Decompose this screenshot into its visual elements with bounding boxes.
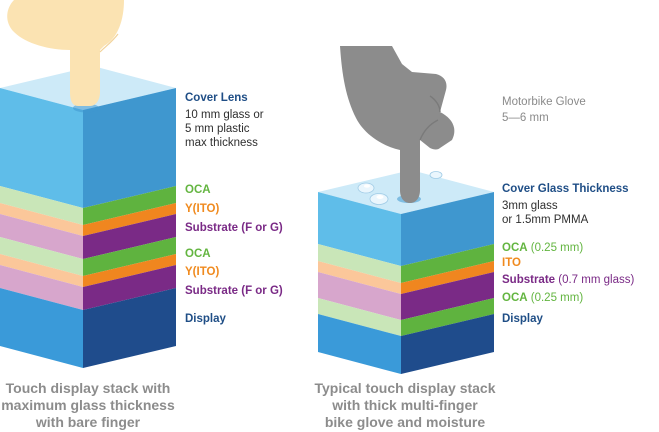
left-ito-2-side: [83, 254, 176, 287]
left-substrate-2-side: [83, 265, 176, 310]
cover-lens-title: Cover Lens: [185, 92, 248, 104]
right-caption: Typical touch display stack with thick m…: [305, 380, 505, 431]
left-oca-1-side: [83, 186, 176, 225]
right-layer-detail: (0.7 mm glass): [558, 274, 635, 286]
cover-glass-title: Cover Glass Thickness: [502, 183, 629, 195]
right-layer-label-oca-1: OCA (0.25 mm): [502, 241, 583, 255]
left-oca-1-front: [0, 186, 83, 225]
droplet: [357, 182, 375, 194]
right-layer-name: OCA: [502, 292, 528, 304]
right-layer-label-display: Display: [502, 312, 543, 326]
left-caption-line-3: with bare finger: [35, 414, 141, 430]
right-layer-label-oca-2: OCA (0.25 mm): [502, 291, 583, 305]
left-layer-label-substrate-2: Substrate (F or G): [185, 285, 283, 297]
right-cover-glass-front: [318, 192, 401, 266]
right-caption-line-1: Typical touch display stack: [314, 380, 496, 396]
right-layer-label-ito: ITO: [502, 256, 521, 270]
left-display-front: [0, 288, 83, 368]
right-oca-2-front: [318, 298, 401, 336]
right-oca-2-side: [401, 298, 494, 336]
left-layer-label-display: Display: [185, 313, 226, 325]
bare-finger-hand: [7, 0, 124, 106]
droplet: [369, 193, 389, 205]
left-oca-2-front: [0, 237, 83, 276]
right-display-side: [401, 314, 494, 374]
left-caption-line-1: Touch display stack with: [5, 380, 171, 396]
left-ito-2-front: [0, 254, 83, 287]
right-caption-line-3: bike glove and moisture: [324, 414, 486, 430]
right-stack: [318, 170, 494, 374]
left-substrate-2-front: [0, 265, 83, 310]
gloved-hand: [340, 46, 455, 203]
right-layer-name: ITO: [502, 257, 521, 269]
right-layer-name: Substrate: [502, 274, 556, 286]
left-ito-1-side: [83, 203, 176, 236]
glove-shape: [340, 46, 455, 203]
left-oca-2-side: [83, 237, 176, 276]
left-substrate-1-front: [0, 214, 83, 259]
right-substrate-front: [318, 272, 401, 320]
left-layer-label-ito-2: Y(ITO): [185, 266, 220, 278]
left-display-side: [83, 288, 176, 368]
glove-title: Motorbike Glove: [502, 96, 586, 108]
right-substrate-side: [401, 272, 494, 320]
moisture-droplets: [357, 171, 443, 205]
cover-glass-desc-line-2: or 1.5mm PMMA: [502, 214, 589, 226]
left-cover-lens-front: [0, 88, 83, 208]
droplet: [364, 184, 370, 188]
right-ito-side: [401, 261, 494, 294]
glove-fold: [429, 95, 441, 113]
right-display-front: [318, 314, 401, 374]
left-layer-label-oca-2: OCA: [185, 248, 211, 260]
right-caption-line-2: with thick multi-finger: [332, 397, 478, 413]
bare-finger-crease: [99, 33, 119, 53]
left-ito-1-front: [0, 203, 83, 236]
right-ito-front: [318, 261, 401, 294]
cover-lens-desc-line-1: 10 mm glass or: [185, 109, 264, 121]
droplet: [376, 195, 384, 199]
right-layer-detail: (0.25 mm): [530, 242, 584, 254]
left-caption: Touch display stack with maximum glass t…: [0, 380, 176, 431]
cover-lens-desc-line-2: 5 mm plastic: [185, 123, 250, 135]
droplet: [429, 171, 443, 179]
left-stack: [0, 66, 176, 368]
right-oca-1-side: [401, 244, 494, 283]
bare-finger-shape: [7, 0, 124, 106]
left-layer-label-oca-1: OCA: [185, 184, 211, 196]
right-layer-detail: (0.25 mm): [530, 292, 584, 304]
left-layer-label-ito-1: Y(ITO): [185, 203, 220, 215]
right-layer-name: Display: [502, 313, 543, 325]
right-layer-label-substrate: Substrate (0.7 mm glass): [502, 273, 634, 287]
left-caption-line-2: maximum glass thickness: [1, 397, 175, 413]
left-cover-lens-side: [83, 88, 176, 208]
left-layer-label-substrate-1: Substrate (F or G): [185, 222, 283, 234]
left-substrate-1-side: [83, 214, 176, 259]
cover-glass-desc-line-1: 3mm glass: [502, 200, 558, 212]
glove-fold: [419, 119, 439, 141]
right-oca-1-front: [318, 244, 401, 283]
right-cover-glass-side: [401, 192, 494, 266]
right-layer-name: OCA: [502, 242, 528, 254]
glove-size: 5—6 mm: [502, 112, 549, 124]
cover-lens-desc-line-3: max thickness: [185, 137, 258, 149]
